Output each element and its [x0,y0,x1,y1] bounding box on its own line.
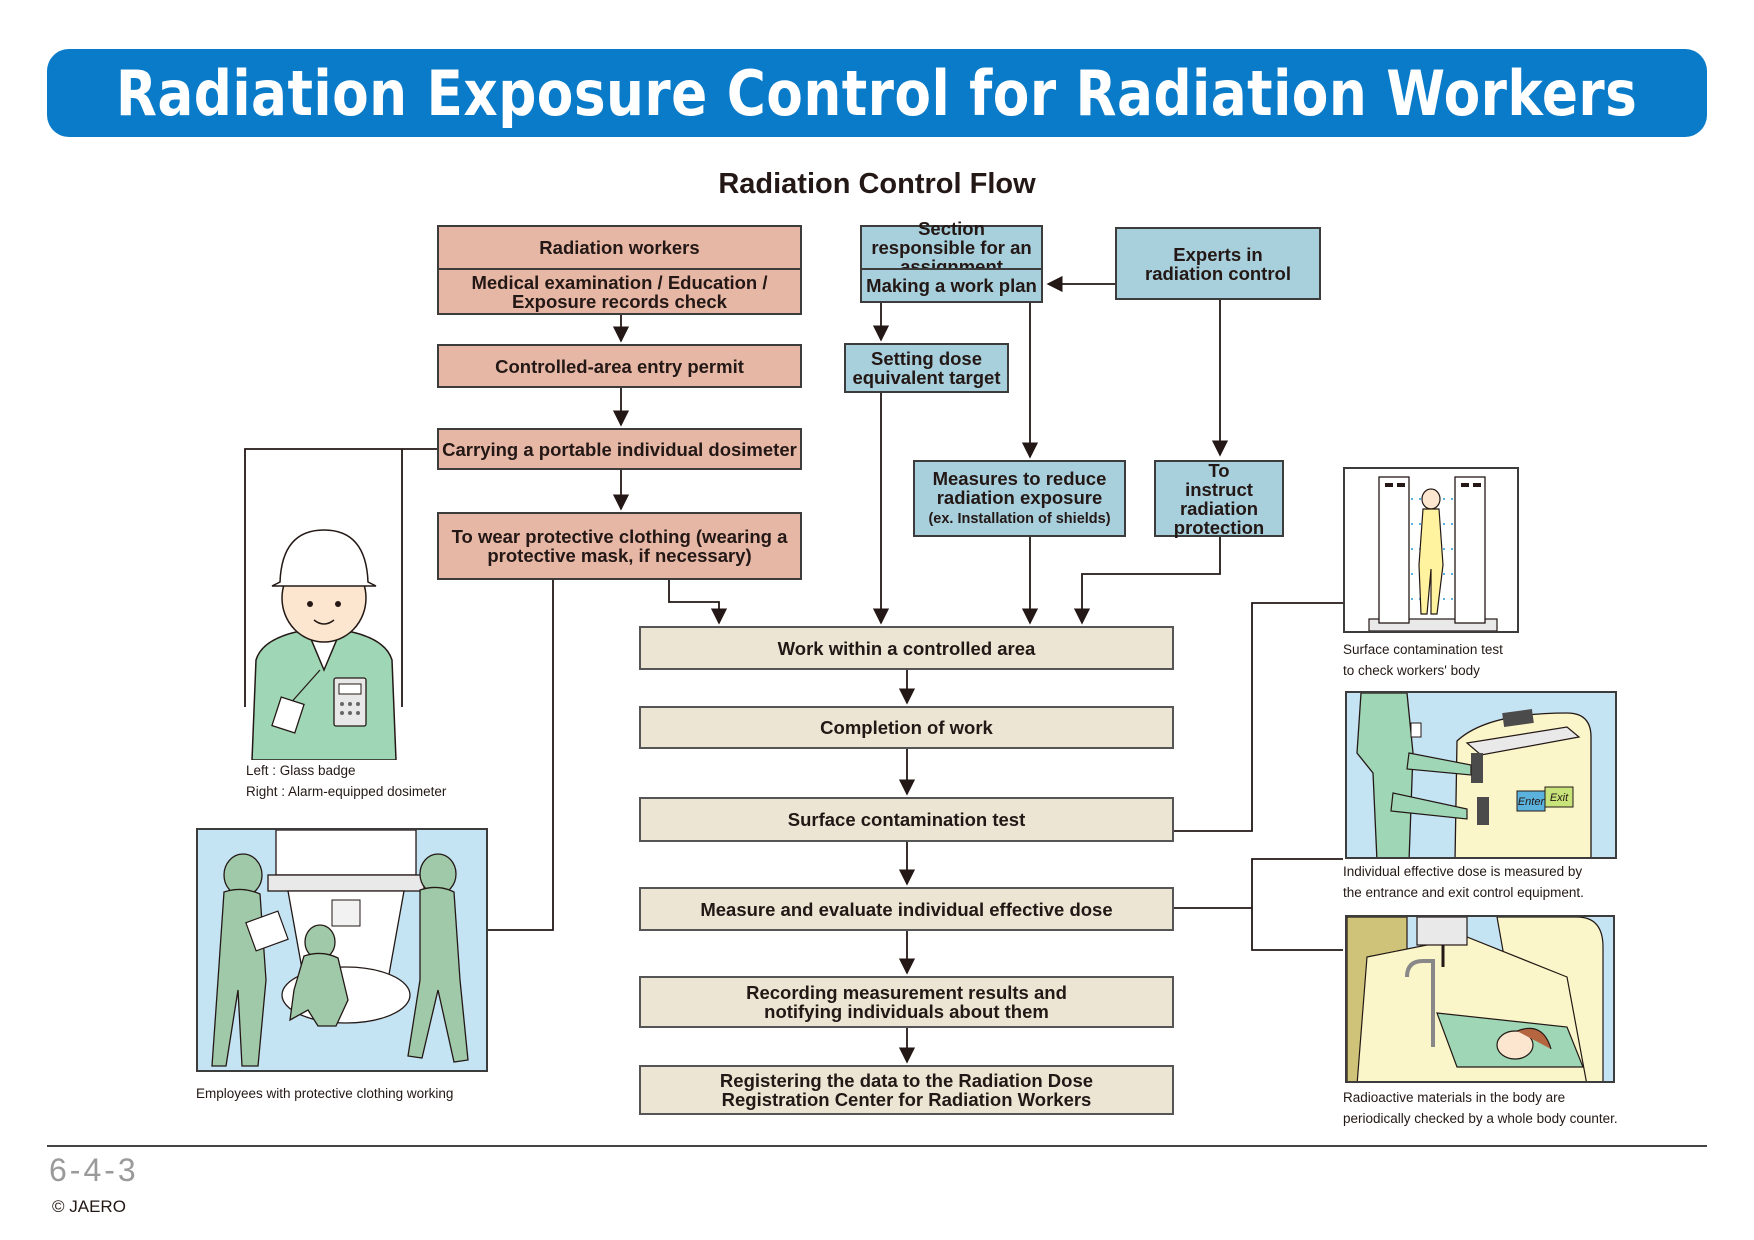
measures-box: Measures to reduce radiation exposure (e… [913,460,1126,537]
gate-enter-label: Enter [1518,796,1546,808]
entry-permit-box: Controlled-area entry permit [437,344,802,388]
entrance-caption-1: Individual effective dose is measured by [1343,864,1583,879]
whole-body-counter-illustration [1347,917,1604,1081]
page-number: 6-4-3 [49,1152,139,1188]
protective-suit-workers-illustration [211,830,469,1067]
work-plan-box: Making a work plan [860,268,1043,303]
surface-caption-1: Surface contamination test [1343,642,1503,657]
radiation-workers-box: Radiation workers [437,225,802,270]
wbc-caption-2: periodically checked by a whole body cou… [1343,1111,1618,1126]
flow-step-surface-test: Surface contamination test [639,797,1174,842]
entrance-equipment-picture: Enter Exit [1345,691,1617,859]
medical-examination-box: Medical examination / Education / Exposu… [437,268,802,315]
gate-exit-label: Exit [1550,792,1569,804]
entrance-exit-equipment-illustration: Enter Exit [1356,693,1592,857]
title-banner: Radiation Exposure Control for Radiation… [47,49,1707,137]
flow-step-work: Work within a controlled area [639,626,1174,670]
flow-step-recording: Recording measurement results and notify… [639,976,1174,1028]
wbc-caption-1: Radioactive materials in the body are [1343,1090,1566,1105]
protective-clothing-box: To wear protective clothing (wearing a p… [437,512,802,580]
page-title: Radiation Exposure Control for Radiation… [116,56,1638,130]
measures-label: Measures to reduce radiation exposure [932,467,1107,508]
clothing-caption: Employees with protective clothing worki… [196,1086,454,1101]
surface-monitor-picture [1343,467,1519,633]
footer-divider [47,1145,1707,1147]
badge-caption-left: Left : Glass badge [246,763,356,778]
measures-note: (ex. Installation of shields) [928,510,1111,527]
whole-body-counter-picture [1345,915,1615,1083]
copyright: © JAERO [52,1197,126,1216]
badge-caption-right: Right : Alarm-equipped dosimeter [246,784,447,799]
dosimeter-box: Carrying a portable individual dosimeter [437,428,802,470]
surface-caption-2: to check workers' body [1343,663,1480,678]
surface-monitor-illustration [1345,469,1517,631]
dose-target-box: Setting dose equivalent target [844,343,1009,393]
protective-clothing-picture [196,828,488,1072]
flow-subtitle: Radiation Control Flow [718,168,1036,200]
experts-box: Experts in radiation control [1115,227,1321,300]
entrance-caption-2: the entrance and exit control equipment. [1343,885,1584,900]
section-responsible-box: Section responsible for an assignment [860,219,1043,276]
flow-step-measure-dose: Measure and evaluate individual effectiv… [639,887,1174,931]
worker-illustration [251,529,397,760]
flow-step-registering: Registering the data to the Radiation Do… [639,1065,1174,1115]
flow-step-completion: Completion of work [639,706,1174,749]
instruct-box: To instruct radiation protection [1154,460,1284,537]
